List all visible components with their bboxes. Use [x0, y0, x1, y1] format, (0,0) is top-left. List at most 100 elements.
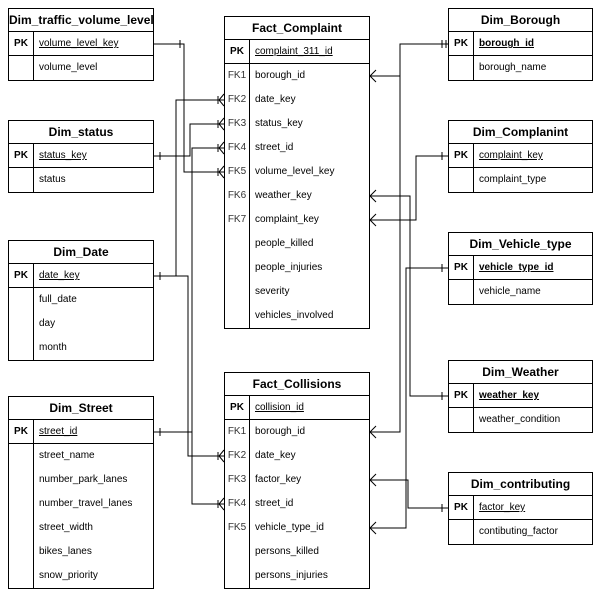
relation-weather	[370, 195, 448, 397]
field-name: complaint_key	[255, 214, 319, 225]
field-row: severity	[225, 280, 369, 304]
pk-row: PK vehicle_type_id	[449, 256, 592, 280]
field-row: weather_condition	[449, 408, 592, 432]
relation-complaint-type	[370, 155, 448, 221]
key-marker: FK3	[227, 118, 247, 129]
key-marker: PK	[14, 150, 28, 161]
field-name: borough_name	[479, 62, 547, 73]
field-name: severity	[255, 286, 290, 297]
key-marker: PK	[454, 390, 468, 401]
key-marker: PK	[14, 38, 28, 49]
field-row: vehicles_involved	[225, 304, 369, 328]
key-marker: PK	[454, 262, 468, 273]
field-name: weather_condition	[479, 414, 561, 425]
relation-street-collisions	[191, 432, 224, 505]
entity-title: Dim_Vehicle_type	[449, 233, 592, 256]
field-name: date_key	[255, 94, 296, 105]
field-name: persons_injuries	[255, 570, 328, 581]
relation-borough-collisions	[370, 76, 401, 433]
field-row: persons_injuries	[225, 564, 369, 588]
field-name: status_key	[255, 118, 303, 129]
field-name: vehicles_involved	[255, 310, 334, 321]
key-marker: FK3	[227, 474, 247, 485]
field-name: people_killed	[255, 238, 314, 249]
field-name: borough_id	[255, 426, 306, 437]
pk-row: PK complaint_key	[449, 144, 592, 168]
field-name: status	[39, 174, 66, 185]
field-row: status	[9, 168, 153, 192]
key-marker: PK	[14, 270, 28, 281]
field-name: contibuting_factor	[479, 526, 558, 537]
field-name: weather_key	[255, 190, 312, 201]
field-name: vehicle_type_id	[255, 522, 324, 533]
field-row: FK2 date_key	[225, 444, 369, 468]
field-row: volume_level	[9, 56, 153, 80]
key-marker: PK	[454, 150, 468, 161]
pk-row: PK weather_key	[449, 384, 592, 408]
key-marker: FK1	[227, 426, 247, 437]
field-row: street_width	[9, 516, 153, 540]
field-name: number_travel_lanes	[39, 498, 133, 509]
field-name: date_key	[39, 270, 80, 281]
field-name: number_park_lanes	[39, 474, 128, 485]
relation-street-complaint	[154, 147, 224, 433]
field-row: day	[9, 312, 153, 336]
field-row: vehicle_name	[449, 280, 592, 304]
field-row: people_killed	[225, 232, 369, 256]
field-name: factor_key	[255, 474, 302, 485]
field-name: street_name	[39, 450, 95, 461]
entity-title: Dim_Weather	[449, 361, 592, 384]
field-name: borough_id	[479, 38, 534, 49]
entity-dim-vehicle-type[interactable]: Dim_Vehicle_type PK vehicle_type_id vehic…	[448, 232, 593, 305]
field-row: snow_priority	[9, 564, 153, 588]
field-name: status_key	[39, 150, 87, 161]
field-name: factor_key	[479, 502, 526, 513]
field-name: volume_level	[39, 62, 98, 73]
pk-row: PK status_key	[9, 144, 153, 168]
field-name: snow_priority	[39, 570, 98, 581]
field-name: date_key	[255, 450, 296, 461]
field-name: volume_level_key	[255, 166, 335, 177]
field-name: people_injuries	[255, 262, 323, 273]
key-marker: FK2	[227, 450, 247, 461]
field-name: weather_key	[479, 390, 540, 401]
field-row: borough_name	[449, 56, 592, 80]
field-name: vehicle_type_id	[479, 262, 554, 273]
key-marker: FK2	[227, 94, 247, 105]
field-name: complaint_key	[479, 150, 543, 161]
field-name: day	[39, 318, 56, 329]
field-name: street_id	[39, 426, 78, 437]
field-row: FK2 date_key	[225, 88, 369, 112]
entity-title: Dim_contributing	[449, 473, 592, 496]
key-marker: PK	[230, 46, 244, 57]
field-row: FK3 factor_key	[225, 468, 369, 492]
field-name: persons_killed	[255, 546, 319, 557]
relation-status	[154, 123, 224, 157]
key-marker: FK5	[227, 522, 247, 533]
field-name: complaint_type	[479, 174, 547, 185]
field-row: persons_killed	[225, 540, 369, 564]
relation-date-complaint	[154, 99, 224, 277]
entity-dim-weather[interactable]: Dim_Weather PK weather_key weather_condit…	[448, 360, 593, 433]
field-name: street_id	[255, 142, 294, 153]
relation-vehicle-type	[370, 267, 448, 529]
field-name: street_width	[39, 522, 93, 533]
entity-title: Dim_Street	[9, 397, 153, 420]
key-marker: PK	[230, 402, 244, 413]
